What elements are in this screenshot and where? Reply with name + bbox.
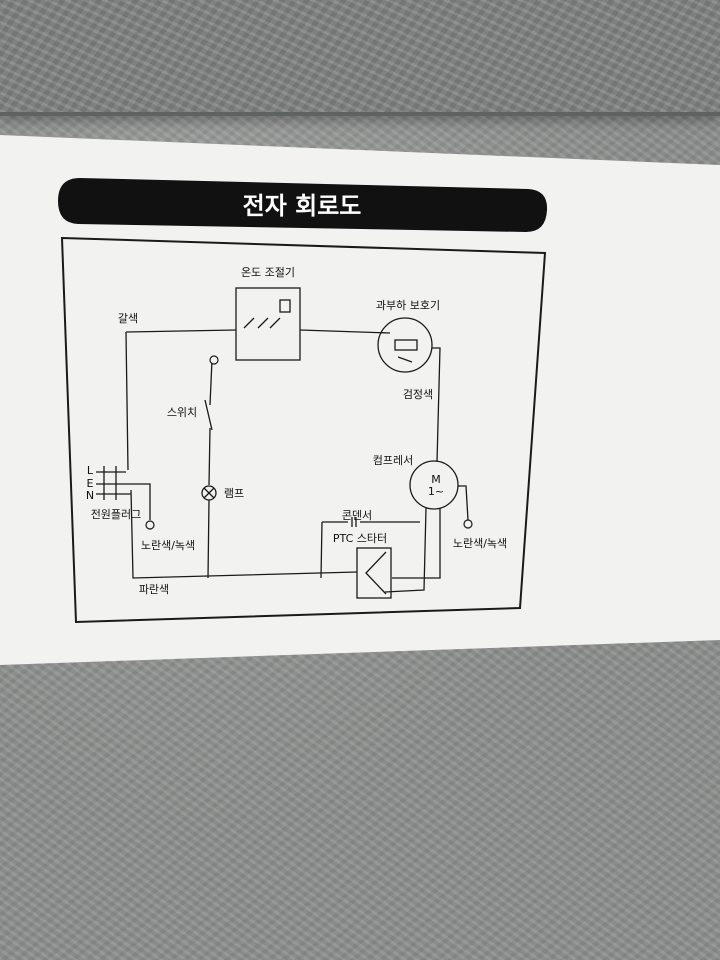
plug-pin-e: E	[87, 477, 94, 490]
thermostat-contacts	[243, 317, 281, 329]
plug-pin-n: N	[86, 489, 94, 502]
motor-m: M	[431, 473, 441, 486]
label-overload-protector: 과부하 보호기	[376, 298, 440, 312]
diagram-title: 전자 회로도	[243, 192, 362, 220]
wire-motor-starter	[384, 507, 427, 593]
wire-to-protector	[299, 329, 391, 334]
label-lamp: 램프	[224, 487, 244, 500]
wire-black	[432, 347, 441, 463]
ptc-symbol	[365, 551, 387, 595]
label-thermostat: 온도 조절기	[241, 266, 295, 279]
label-brown: 갈색	[118, 311, 138, 325]
wire-lamp-bottom	[207, 499, 210, 579]
capacitor	[322, 517, 420, 527]
sticker-paper	[0, 135, 720, 665]
compressor-motor	[409, 460, 459, 510]
label-switch: 스위치	[167, 406, 197, 419]
label-compressor: 컴프레서	[373, 454, 413, 467]
wire-capacitor-left	[320, 521, 323, 579]
thermostat-box	[235, 287, 301, 361]
plug-pin-l: L	[87, 464, 94, 477]
overload-protector	[377, 317, 433, 373]
label-ptc-starter: PTC 스타터	[333, 532, 387, 545]
wire-lamp-top	[208, 427, 211, 486]
wire-blue-bottom	[130, 489, 358, 579]
ptc-starter	[356, 547, 392, 599]
protector-element	[394, 339, 418, 351]
wire-compressor-ground	[458, 485, 469, 521]
wire-brown-left	[125, 331, 129, 471]
wire-brown-top	[125, 329, 237, 333]
label-yellow-green-right: 노란색/녹색	[453, 537, 507, 550]
switch-contact	[204, 399, 213, 431]
plug-body	[103, 466, 117, 500]
label-blue: 파란색	[139, 583, 169, 596]
ground-icon	[145, 355, 473, 530]
title-bar: 전자 회로도	[58, 178, 548, 232]
diagram-frame	[60, 236, 547, 624]
wire-switch-top	[209, 359, 213, 406]
lamp-symbol	[201, 485, 217, 501]
protector-bimetal	[397, 356, 413, 363]
label-black: 검정색	[403, 388, 433, 401]
wire-motor-run	[392, 508, 441, 579]
motor-phase: 1~	[428, 485, 444, 498]
label-capacitor: 콘덴서	[342, 509, 372, 522]
label-power-plug: 전원플러그	[91, 508, 142, 521]
upper-door-panel	[0, 0, 720, 116]
thermostat-dial	[279, 299, 291, 313]
plug-leads	[96, 471, 151, 520]
label-yellow-green-left: 노란색/녹색	[141, 539, 195, 552]
